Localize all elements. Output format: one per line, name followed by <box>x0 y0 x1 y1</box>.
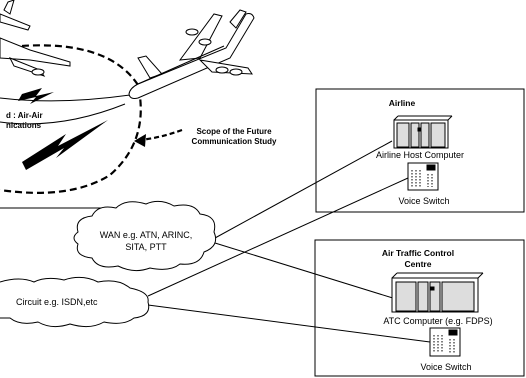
scope-label: Communication Study <box>192 137 277 146</box>
aircraft-icon <box>129 10 254 99</box>
air-air-link-label: d : Air-Air <box>6 111 43 120</box>
airline-host-computer-icon <box>394 116 452 148</box>
airline-box-title: Airline <box>389 98 416 108</box>
airline-voice-switch-icon <box>408 163 438 190</box>
link-wan-to-airline-host <box>215 141 392 238</box>
atc-voice-switch-icon <box>430 328 460 356</box>
aircraft-icon <box>0 0 70 76</box>
wan-cloud-label: SITA, PTT <box>125 242 167 252</box>
wan-cloud-label: WAN e.g. ATN, ARINC, <box>100 230 193 240</box>
atc-centre-title: Air Traffic Control <box>382 248 454 258</box>
airline-voice-switch-label: Voice Switch <box>398 196 449 206</box>
atc-centre-title: Centre <box>405 259 432 269</box>
atc-voice-switch-label: Voice Switch <box>420 362 471 372</box>
scope-label: Scope of the Future <box>196 127 272 136</box>
link-wan-to-atc-computer <box>215 243 396 299</box>
airline-host-computer-label: Airline Host Computer <box>376 150 464 160</box>
scope-pointer-arrow <box>140 130 182 140</box>
atc-computer-icon <box>392 273 483 312</box>
air-air-link-label: nications <box>6 121 42 130</box>
radio-link-icon <box>18 88 54 104</box>
atc-computer-label: ATC Computer (e.g. FDPS) <box>383 316 492 326</box>
circuit-cloud-label: Circuit e.g. ISDN,etc <box>16 297 98 307</box>
